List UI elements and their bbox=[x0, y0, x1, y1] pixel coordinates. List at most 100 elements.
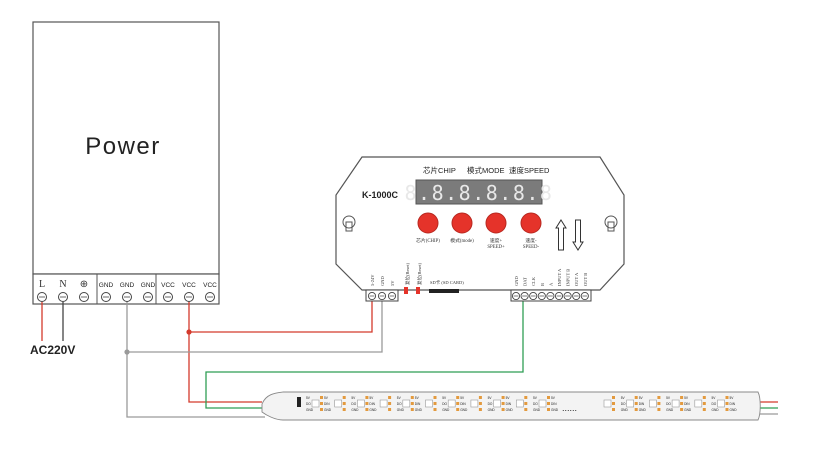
controller-button[interactable] bbox=[485, 212, 507, 234]
led-pad-icon bbox=[634, 408, 638, 411]
strip-pin-label: GND bbox=[351, 408, 359, 412]
led-chip-icon bbox=[357, 399, 365, 408]
psu-terminal-label: GND bbox=[141, 282, 156, 289]
strip-pin-label: GND bbox=[442, 408, 450, 412]
strip-pin-label: 5V bbox=[460, 396, 465, 400]
arrow-down-icon bbox=[572, 219, 584, 251]
led-pad-icon bbox=[456, 396, 460, 399]
strip-pin-label: 5V bbox=[639, 396, 644, 400]
led-pad-icon bbox=[524, 402, 528, 405]
led-chip-icon bbox=[717, 399, 725, 408]
strip-pin-label: 5V bbox=[551, 396, 556, 400]
controller-button[interactable] bbox=[451, 212, 473, 234]
led-pad-icon bbox=[365, 396, 369, 399]
controller-button[interactable] bbox=[417, 212, 439, 234]
strip-pin-label: GND bbox=[460, 408, 468, 412]
led-chip-icon bbox=[311, 399, 320, 408]
led-chip-icon bbox=[649, 399, 657, 408]
psu-terminal-label: L bbox=[39, 279, 45, 290]
vcc-wire-strip bbox=[188, 332, 262, 403]
power-title: Power bbox=[85, 133, 161, 160]
led-pad-icon bbox=[702, 396, 706, 399]
led-pad-icon bbox=[657, 402, 661, 405]
strip-pin-label: DIN bbox=[415, 402, 421, 406]
strip-pin-label: 5V bbox=[442, 396, 447, 400]
strip-ellipsis: ...... bbox=[562, 403, 577, 413]
strip-pin-label: GND bbox=[621, 408, 629, 412]
strip-pin-label: GND bbox=[639, 408, 647, 412]
led-chip-icon bbox=[515, 399, 524, 408]
led-pad-icon bbox=[612, 396, 615, 399]
strip-pin-label: DIN bbox=[460, 402, 466, 406]
strip-pin-label: DIN bbox=[506, 402, 512, 406]
vcc-wire-controller bbox=[188, 300, 373, 333]
led-pad-icon bbox=[388, 408, 392, 411]
strip-pin-label: 5V bbox=[369, 396, 374, 400]
strip-pin-label: GND bbox=[488, 408, 496, 412]
strip-pin-label: DO bbox=[621, 402, 626, 406]
led-chip-icon bbox=[470, 399, 479, 408]
psu-terminal-label: VCC bbox=[203, 282, 217, 289]
led-pad-icon bbox=[725, 396, 729, 399]
strip-pin-label: GND bbox=[369, 408, 377, 412]
led-pad-icon bbox=[680, 402, 684, 405]
led-pad-icon bbox=[433, 402, 437, 405]
controller-button-label: 速度+ bbox=[490, 237, 503, 244]
led-pad-icon bbox=[702, 408, 706, 411]
led-chip-icon bbox=[694, 399, 703, 408]
led-pad-icon bbox=[388, 396, 392, 399]
strip-pin-label: DIN bbox=[684, 402, 690, 406]
led-pad-icon bbox=[680, 396, 684, 399]
mount-hole-right-icon bbox=[604, 215, 618, 232]
controller-button-label: 速度- bbox=[525, 237, 537, 244]
strip-pin-label: 5V bbox=[324, 396, 329, 400]
header-speed-label: 速度SPEED bbox=[509, 165, 550, 175]
strip-pin-label: GND bbox=[533, 408, 541, 412]
strip-pin-label: GND bbox=[712, 408, 720, 412]
strip-pin-label: DIN bbox=[639, 402, 645, 406]
strip-pin-label: 5V bbox=[666, 396, 671, 400]
controller-right-terminal-label: DAT bbox=[523, 277, 528, 286]
led-pad-icon bbox=[433, 396, 437, 399]
reset-label-2: 复位(Reset) bbox=[416, 263, 423, 285]
controller-right-terminal-label: B bbox=[540, 283, 545, 286]
strip-pin-label: GND bbox=[415, 408, 423, 412]
strip-pin-label: 5V bbox=[397, 396, 402, 400]
led-chip-icon bbox=[626, 399, 635, 408]
model-label: K-1000C bbox=[362, 190, 399, 200]
led-pad-icon bbox=[634, 396, 638, 399]
controller-k1000c: 芯片CHIP 模式MODE 速度SPEED K-1000C 8.8.8.8.8.… bbox=[335, 156, 625, 302]
strip-pin-label: 5V bbox=[351, 396, 356, 400]
strip-pin-label: DO bbox=[666, 402, 671, 406]
controller-right-terminal-label: INPUT B bbox=[566, 269, 571, 286]
controller-left-terminal-label: GND bbox=[380, 276, 385, 286]
strip-pin-label: GND bbox=[730, 408, 738, 412]
strip-pin-label: 5V bbox=[684, 396, 689, 400]
controller-right-terminal-label: CLK bbox=[531, 276, 536, 286]
led-pad-icon bbox=[612, 408, 615, 411]
strip-pin-label: DIN bbox=[551, 402, 557, 406]
led-pad-icon bbox=[612, 402, 615, 405]
led-pad-icon bbox=[634, 402, 638, 405]
led-pad-icon bbox=[410, 408, 414, 411]
strip-pin-label: 5V bbox=[712, 396, 717, 400]
strip-pin-label: GND bbox=[684, 408, 692, 412]
led-strip: 5V 5V DIN DO GND GND 5V 5V DIN DO GND GND 5V 5V DIN DO G… bbox=[261, 391, 761, 421]
led-pad-icon bbox=[342, 396, 346, 399]
strip-pin-label: GND bbox=[306, 408, 314, 412]
strip-pin-label: 5V bbox=[533, 396, 538, 400]
led-pad-icon bbox=[365, 402, 369, 405]
strip-pin-label: 5V bbox=[730, 396, 735, 400]
led-pad-icon bbox=[320, 408, 323, 411]
psu-terminal-label: GND bbox=[99, 282, 114, 289]
controller-button[interactable] bbox=[520, 212, 542, 234]
gnd-wire-strip bbox=[126, 352, 265, 418]
strip-pin-label: 5V bbox=[621, 396, 626, 400]
strip-pin-label: GND bbox=[506, 408, 514, 412]
strip-pin-label: DO bbox=[488, 402, 493, 406]
psu-terminal-label: ⊕ bbox=[80, 279, 88, 290]
controller-body bbox=[335, 156, 625, 291]
strip-pin-label: DO bbox=[306, 402, 311, 406]
